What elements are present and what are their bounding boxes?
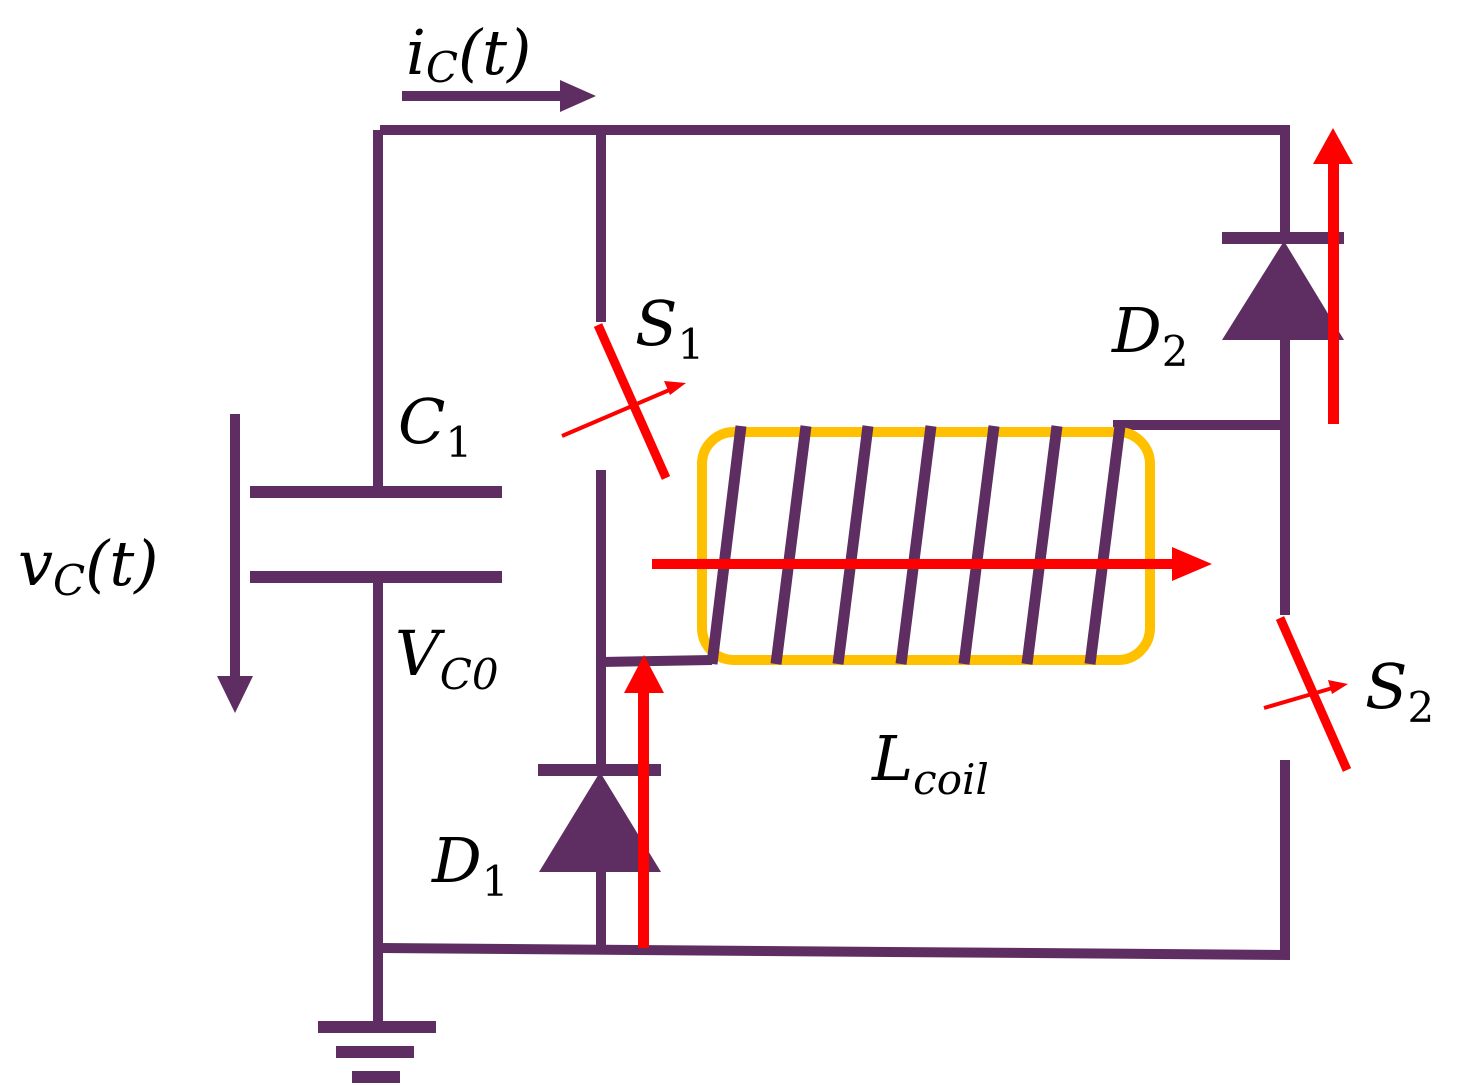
switch-s1-control-arrow xyxy=(561,386,675,438)
wire-coil-left xyxy=(600,655,713,667)
diode-d2 xyxy=(1222,232,1344,340)
diode-d2-triangle xyxy=(1222,241,1344,340)
coil-flow-arrowhead xyxy=(1172,547,1212,581)
label-diode-d2: D2 xyxy=(1111,294,1188,376)
label-switch-s2: S2 xyxy=(1365,650,1434,732)
switch-s1 xyxy=(561,323,686,480)
coil xyxy=(697,425,1155,665)
switch-s2-control-arrow xyxy=(1263,685,1337,710)
wire-coil-right xyxy=(1113,420,1285,430)
label-current: iC(t) xyxy=(406,16,531,92)
coil-windings xyxy=(706,425,1126,665)
switch-s1-arrowhead xyxy=(664,381,686,395)
ground-symbol xyxy=(318,1021,436,1083)
current-flow-arrows xyxy=(624,128,1353,948)
wire-bottom-rail xyxy=(377,760,1290,961)
switch-s1-blade xyxy=(593,323,671,480)
label-capacitor: C1 xyxy=(398,385,472,467)
switch-s2 xyxy=(1263,616,1352,772)
label-initial-voltage: VC0 xyxy=(395,617,499,699)
switch-s2-arrowhead xyxy=(1328,680,1348,694)
reference-arrows xyxy=(217,80,596,713)
label-switch-s1: S1 xyxy=(635,287,704,369)
current-arrow-shaft xyxy=(402,91,567,101)
diode-d1-triangle xyxy=(539,772,661,872)
label-coil: Lcoil xyxy=(871,722,989,804)
circuit-wires xyxy=(373,125,1290,1022)
voltage-arrow-head xyxy=(217,676,253,713)
wire-top-rail xyxy=(380,125,1290,237)
current-arrow-head xyxy=(560,80,596,112)
d1-flow-arrowhead xyxy=(624,655,664,693)
label-diode-d1: D1 xyxy=(431,824,508,906)
capacitor xyxy=(250,486,502,583)
d2-flow-arrowhead xyxy=(1313,128,1353,164)
label-voltage: vC(t) xyxy=(18,527,158,605)
voltage-arrow-shaft xyxy=(230,414,240,676)
